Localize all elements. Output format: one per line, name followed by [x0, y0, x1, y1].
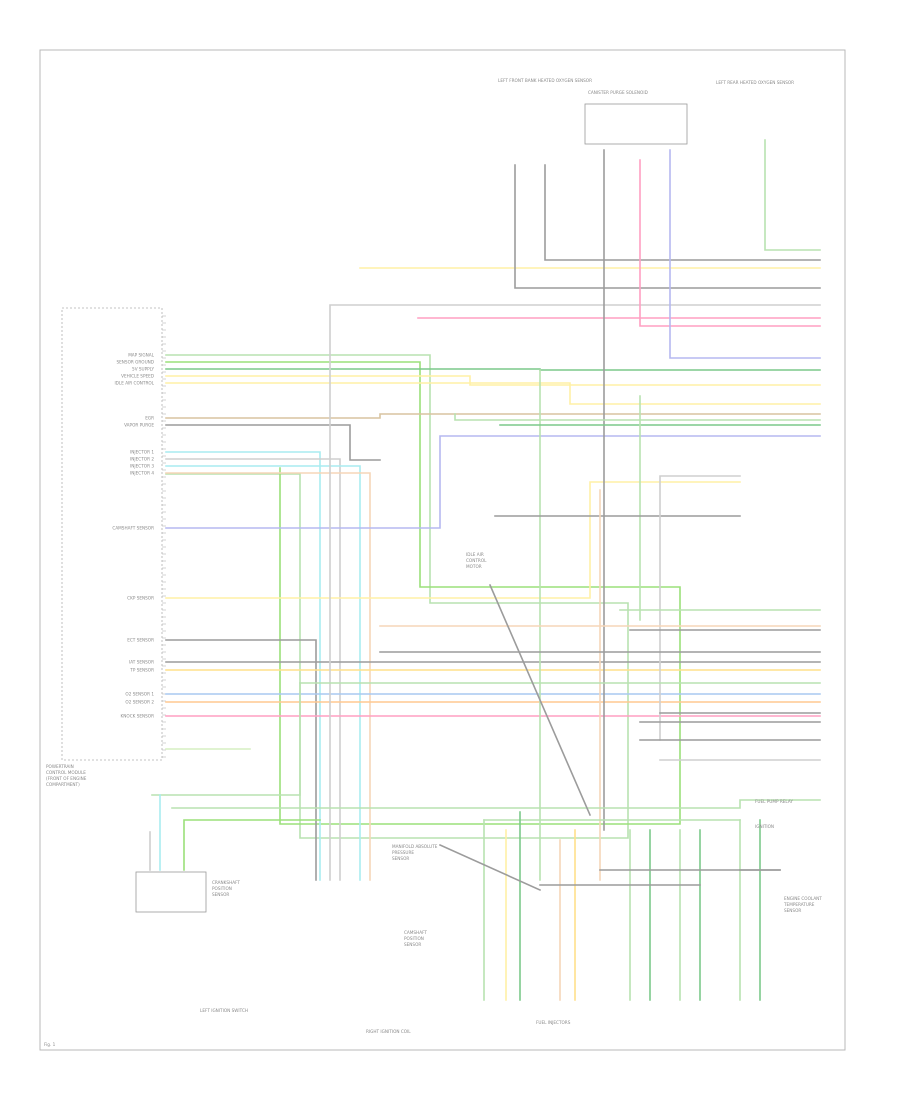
pcm-label-4: COMPARTMENT): [46, 782, 80, 787]
wire-path: [488, 583, 592, 817]
wire-path: [165, 465, 361, 881]
wire-path: [165, 481, 741, 599]
map-label-2: PRESSURE: [392, 850, 414, 855]
top-component-1: LEFT FRONT BANK HEATED OXYGEN SENSOR: [498, 78, 592, 83]
pcm-label-1: POWERTRAIN: [46, 764, 74, 769]
injector-label: FUEL INJECTORS: [536, 1020, 571, 1025]
cam-label-2: POSITION: [404, 936, 424, 941]
pcm-pin-label: VAPOR PURGE: [124, 423, 154, 428]
right-label-ignition: IGNITION: [755, 824, 774, 829]
diagram-frame: [39, 49, 846, 1051]
right-label-relay: FUEL PUMP RELAY: [755, 799, 793, 804]
right-ignition-coil: RIGHT IGNITION COIL: [366, 1029, 411, 1034]
crank-sensor-box: [135, 871, 207, 913]
center-label-3: MOTOR: [466, 564, 482, 569]
pcm-pin-label: INJECTOR 3: [130, 464, 154, 469]
right-component-2: TEMPERATURE: [783, 902, 815, 907]
wire-path: [639, 159, 821, 327]
crank-label-2: POSITION: [212, 886, 232, 891]
pcm-pin-label: 5V SUPPLY: [132, 367, 154, 372]
pcm-pin-label: INJECTOR 1: [130, 450, 154, 455]
pcm-pin-marks: [162, 315, 166, 758]
right-component-1: ENGINE COOLANT: [784, 896, 822, 901]
purge-solenoid-box: [584, 103, 688, 145]
pcm-pin-label: IAT SENSOR: [129, 660, 154, 665]
wire-path: [764, 139, 821, 251]
pcm-pin-label: EGR: [145, 416, 154, 421]
cam-label-3: SENSOR: [404, 942, 421, 947]
wire-path: [329, 304, 821, 881]
pcm-pin-label: O2 SENSOR 2: [125, 700, 154, 705]
pcm-pin-label: INJECTOR 4: [130, 471, 154, 476]
wire-path: [183, 819, 321, 871]
wire-path: [165, 368, 821, 371]
wire-path: [165, 375, 821, 386]
wire-path: [544, 164, 821, 261]
wire-path: [514, 164, 821, 289]
wire-path: [165, 354, 629, 839]
wire-path: [165, 472, 371, 881]
wire-path: [165, 413, 821, 419]
crank-label-3: SENSOR: [212, 892, 229, 897]
pcm-pin-label: SENSOR GROUND: [116, 360, 154, 365]
wire-path: [165, 424, 381, 461]
wire-path: [165, 639, 317, 881]
pcm-pin-label: VEHICLE SPEED: [121, 374, 154, 379]
center-label-1: IDLE AIR: [466, 552, 484, 557]
map-label-3: SENSOR: [392, 856, 409, 861]
top-component-3: LEFT REAR HEATED OXYGEN SENSOR: [716, 80, 794, 85]
pcm-pin-label: TP SENSOR: [129, 668, 154, 673]
pcm-pin-label: KNOCK SENSOR: [121, 714, 155, 719]
pcm-pin-label: IDLE AIR CONTROL: [114, 381, 154, 386]
pcm-pin-label: O2 SENSOR 1: [125, 692, 154, 697]
pcm-pin-label: MAP SIGNAL: [128, 353, 154, 358]
wire-path: [171, 799, 821, 809]
wire-path: [151, 682, 301, 796]
wire-path: [669, 149, 821, 359]
pcm-pin-label: INJECTOR 2: [130, 457, 154, 462]
wire-path: [659, 475, 741, 741]
wire-path: [438, 843, 542, 892]
pcm-pin-label: CAMSHAFT SENSOR: [112, 526, 154, 531]
pcm-label-3: (FRONT OF ENGINE: [46, 776, 87, 781]
pcm-pin-label: CKP SENSOR: [127, 596, 154, 601]
map-label-1: MANIFOLD ABSOLUTE: [392, 844, 438, 849]
crank-label-1: CRANKSHAFT: [212, 880, 240, 885]
center-label-2: CONTROL: [466, 558, 487, 563]
wire-path: [454, 413, 821, 421]
wire-harness: [149, 139, 821, 1001]
wire-path: [165, 435, 821, 529]
footer-code: Fig. 1: [44, 1042, 56, 1047]
wire-path: [165, 451, 321, 881]
left-ignition-switch: LEFT IGNITION SWITCH: [200, 1008, 248, 1013]
right-component-3: SENSOR: [784, 908, 801, 913]
pcm-pin-label: ECT SENSOR: [127, 638, 154, 643]
wire-path: [165, 361, 681, 825]
top-component-2: CANISTER PURGE SOLENOID: [588, 90, 648, 95]
wire-path: [165, 458, 341, 881]
pcm-label-2: CONTROL MODULE: [46, 770, 86, 775]
wire-path: [165, 382, 821, 405]
pcm-connector: [61, 307, 163, 761]
pcm-pins: MAP SIGNAL SENSOR GROUND 5V SUPPLY VEHICLE …: [112, 353, 154, 719]
cam-label-1: CAMSHAFT: [404, 930, 427, 935]
